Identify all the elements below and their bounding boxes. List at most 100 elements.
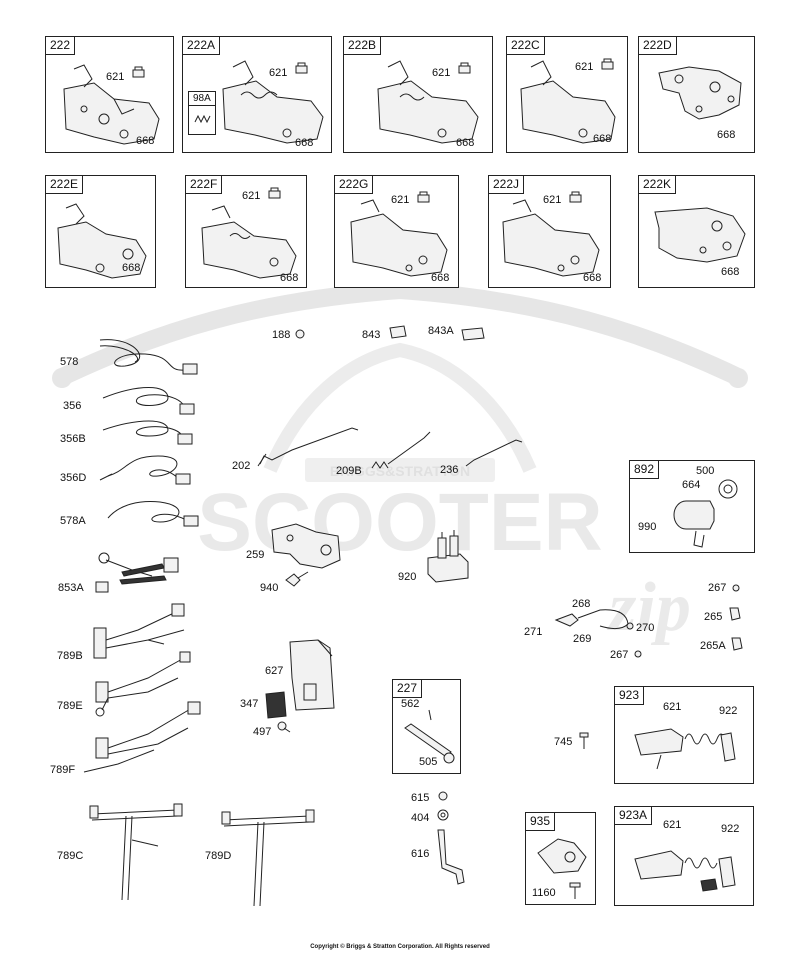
inset-98A[interactable]: 98A [188,91,216,135]
box-title: 923A [615,807,653,825]
callout-621: 621 [106,71,125,83]
clip-icon [731,637,743,651]
clip-icon [729,607,741,621]
callout-621: 621 [432,67,451,79]
callout-664: 664 [682,479,701,491]
callout-621: 621 [391,194,410,206]
part-578: 578 [60,356,79,368]
callout-990: 990 [638,521,657,533]
box-222[interactable]: 222 621 668 [45,36,174,153]
box-222K[interactable]: 222K 668 [638,175,755,288]
part-578A: 578A [60,515,86,527]
part-265A: 265A [700,640,726,652]
spring-icon [371,431,431,469]
callout-621: 621 [663,701,682,713]
nut-icon [569,191,582,203]
bracket-plate-icon [654,207,746,263]
part-356D: 356D [60,472,87,484]
box-222A[interactable]: 222A 98A 621 668 [182,36,332,153]
box-923A[interactable]: 923A 621 922 [614,806,754,906]
box-222F[interactable]: 222F 621 668 [185,175,307,288]
callout-1160: 1160 [532,887,556,899]
link-rod-icon [465,439,523,467]
part-267-lower: 267 [610,649,629,661]
spring-icon [194,114,211,124]
callout-668: 668 [583,272,602,284]
box-title: 222J [489,176,525,194]
wire-lead-icon [102,387,195,415]
callout-621: 621 [543,194,562,206]
box-title: 935 [526,813,556,831]
box-title: 222A [183,37,221,55]
ignition-switch-icon [673,500,715,548]
washer-icon [437,809,449,821]
callout-668: 668 [717,129,736,141]
box-title: 923 [615,687,645,705]
nut-icon [458,62,471,74]
box-222B[interactable]: 222B 621 668 [343,36,493,153]
nut-icon [438,791,448,801]
box-923[interactable]: 923 621 922 [614,686,754,784]
copyright-text: Copyright © Briggs & Stratton Corporatio… [310,944,490,950]
box-222G[interactable]: 222G 621 668 [334,175,459,288]
part-789D: 789D [205,850,232,862]
bracket-plate-icon [658,66,742,120]
solenoid-icon [427,530,469,583]
part-616: 616 [411,848,430,860]
callout-668: 668 [456,137,475,149]
callout-621: 621 [269,67,288,79]
nut-icon [268,187,281,199]
wire-harness-icon [93,603,185,659]
wire-lead-icon [107,501,199,527]
bracket-plate-icon [537,838,587,874]
part-789F: 789F [50,764,76,776]
part-843: 843 [362,329,381,341]
nut-icon [295,62,308,74]
part-627: 627 [265,665,284,677]
governor-spring-assembly-icon [634,850,736,892]
t-harness-icon [221,809,315,907]
wire-lead-icon [102,420,193,445]
callout-668: 668 [295,137,314,149]
box-title: 892 [630,461,660,479]
callout-668: 668 [136,135,155,147]
box-title: 222G [335,176,374,194]
governor-bracket-icon [222,60,324,144]
box-title: 222C [507,37,545,55]
part-853A: 853A [58,582,84,594]
part-347: 347 [240,698,259,710]
box-222C[interactable]: 222C 621 668 [506,36,628,153]
bracket-plate-icon [289,639,335,711]
box-935[interactable]: 935 1160 [525,812,596,905]
box-title: 227 [393,680,423,698]
part-267-upper: 267 [708,582,727,594]
governor-bracket-icon [377,60,479,144]
part-789E: 789E [57,700,83,712]
wire-lead-icon [99,339,198,375]
part-265: 265 [704,611,723,623]
part-745: 745 [554,736,573,748]
bracket-plate-icon [271,523,341,569]
part-188: 188 [272,329,291,341]
callout-621: 621 [242,190,261,202]
box-222E[interactable]: 222E 668 [45,175,156,288]
box-222D[interactable]: 222D 668 [638,36,755,153]
part-789B: 789B [57,650,83,662]
box-222J[interactable]: 222J 621 668 [488,175,611,288]
box-title: 222F [186,176,223,194]
wire-harness-icon [95,552,179,593]
lever-icon [404,709,455,764]
t-harness-icon [89,803,183,901]
block-icon [389,325,407,339]
part-236: 236 [440,464,459,476]
screw-icon [295,329,305,339]
box-892[interactable]: 892 500 664 990 [629,460,755,553]
part-940: 940 [260,582,279,594]
box-227[interactable]: 227 562 505 [392,679,461,774]
callout-621: 621 [575,61,594,73]
part-615: 615 [411,792,430,804]
box-title: 222D [639,37,677,55]
callout-922: 922 [719,705,738,717]
nut-icon [417,191,430,203]
callout-505: 505 [419,756,438,768]
